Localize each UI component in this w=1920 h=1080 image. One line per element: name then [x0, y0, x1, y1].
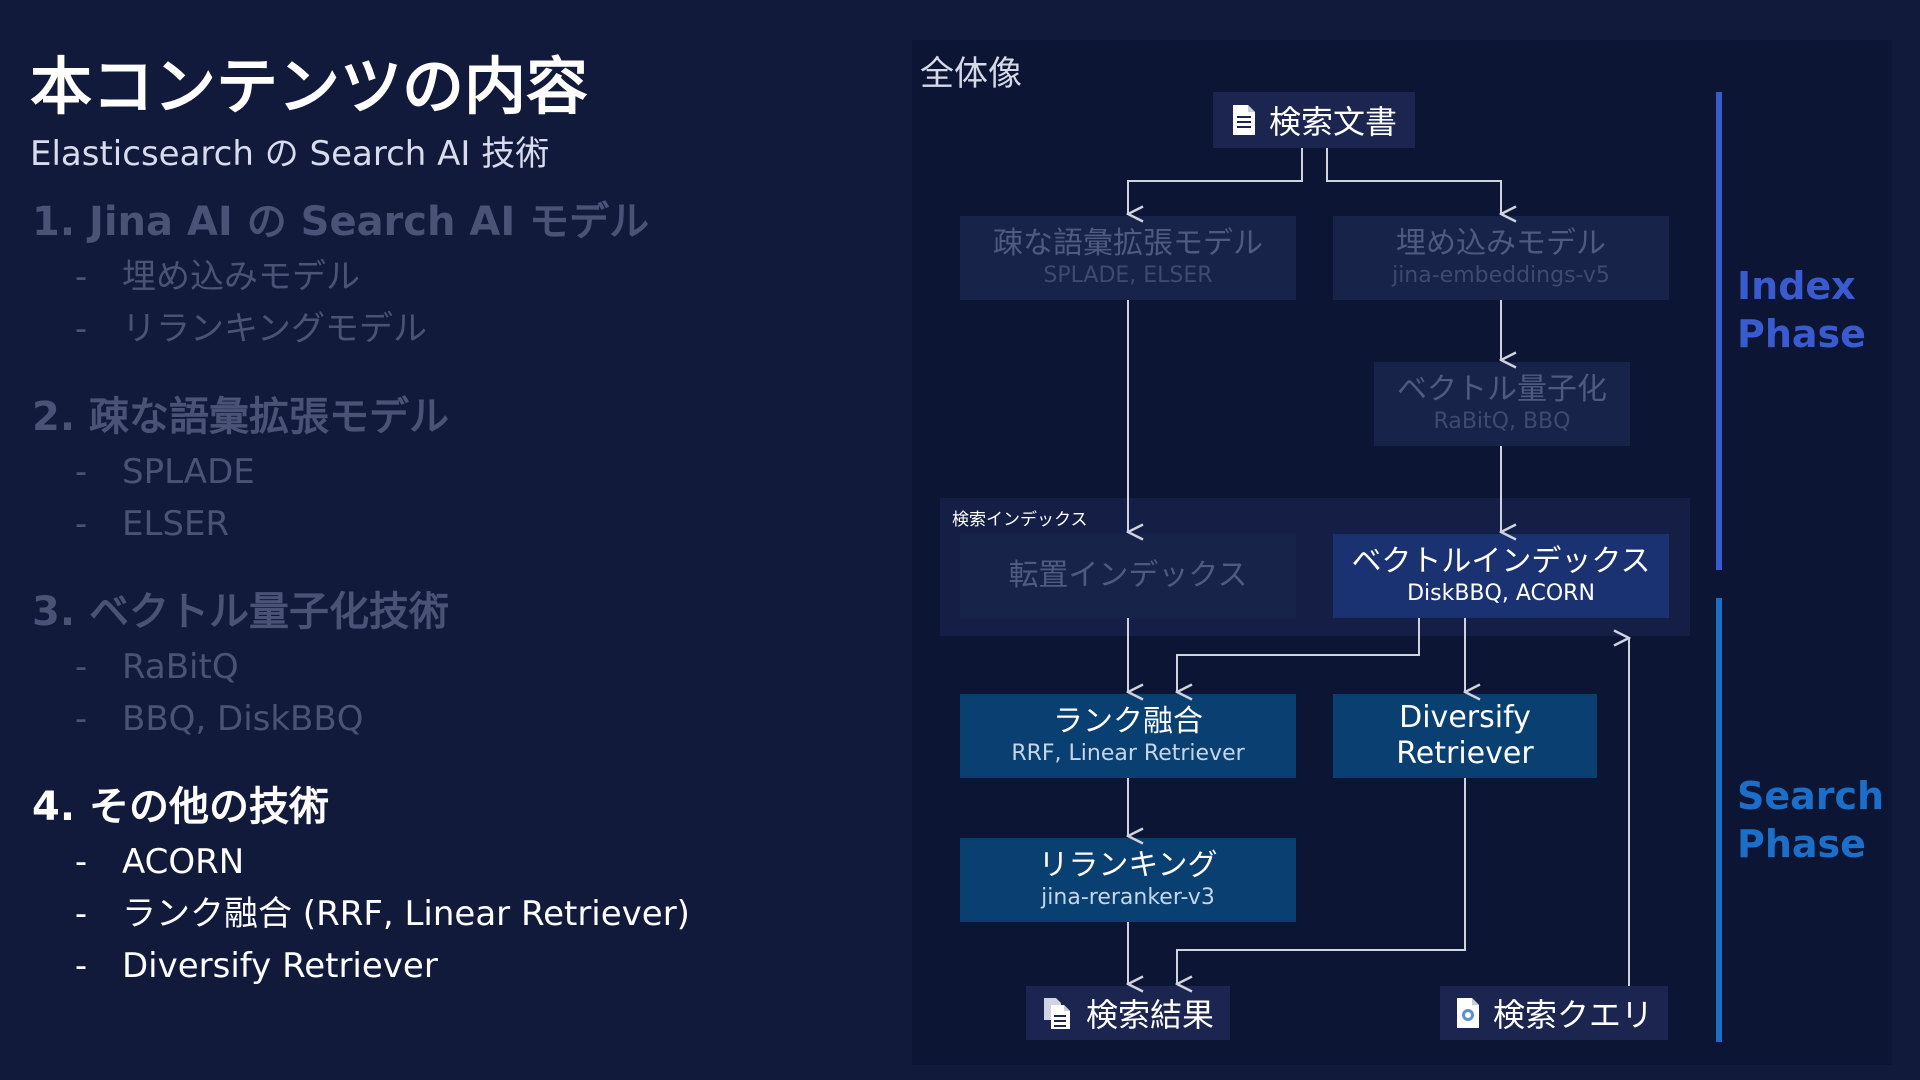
list-item-label: リランキングモデル: [122, 309, 427, 349]
document-icon: [1231, 104, 1257, 136]
section-heading: 1. Jina AI の Search AI モデル: [32, 199, 650, 245]
vector-quantization-label: ベクトル量子化: [1397, 372, 1607, 407]
vector-quantization-node: ベクトル量子化 RaBitQ, BBQ: [1374, 362, 1630, 446]
list-item-label: ACORN: [122, 842, 245, 882]
section-heading: 3. ベクトル量子化技術: [32, 589, 449, 635]
bullet: -: [74, 894, 88, 934]
page-subtitle: Elasticsearch の Search AI 技術: [30, 134, 550, 174]
list-item: -ELSER: [32, 498, 732, 550]
embedding-model-sub: jina-embeddings-v5: [1392, 263, 1610, 288]
bullet: -: [74, 699, 88, 739]
search-document-label: 検索文書: [1268, 103, 1397, 141]
rank-fusion-sub: RRF, Linear Retriever: [1011, 741, 1245, 766]
section-1: 1. Jina AI の Search AI モデル -埋め込みモデル -リラン…: [32, 193, 732, 355]
section-heading: 2. 疎な語彙拡張モデル: [32, 394, 449, 440]
bullet: -: [74, 257, 88, 297]
list-item: -SPLADE: [32, 446, 732, 498]
sparse-model-node: 疎な語彙拡張モデル SPLADE, ELSER: [960, 216, 1296, 300]
search-document-node: 検索文書: [1213, 92, 1415, 148]
list-item-label: 埋め込みモデル: [122, 257, 360, 297]
reranking-sub: jina-reranker-v3: [1041, 885, 1215, 910]
documents-icon: [1042, 996, 1074, 1030]
inverted-index-node: 転置インデックス: [960, 534, 1296, 618]
list-item-label: SPLADE: [122, 452, 255, 492]
list-item: -リランキングモデル: [32, 303, 732, 355]
list-item-label: BBQ, DiskBBQ: [122, 699, 364, 739]
bullet: -: [74, 842, 88, 882]
index-phase-label: Index Phase: [1737, 264, 1866, 356]
bullet: -: [74, 452, 88, 492]
reranking-label: リランキング: [1038, 848, 1218, 883]
reranking-node: リランキング jina-reranker-v3: [960, 838, 1296, 922]
search-phase-label: Search Phase: [1737, 774, 1885, 866]
vector-index-node: ベクトルインデックス DiskBBQ, ACORN: [1333, 534, 1669, 618]
list-item: -BBQ, DiskBBQ: [32, 693, 732, 745]
diversify-retriever-sub: Retriever: [1396, 736, 1534, 771]
search-query-node: 検索クエリ: [1440, 986, 1668, 1040]
list-item-label: Diversify Retriever: [122, 946, 438, 986]
search-document-icon: [1455, 997, 1481, 1029]
list-item: -ランク融合 (RRF, Linear Retriever): [32, 888, 732, 940]
embedding-model-label: 埋め込みモデル: [1396, 226, 1606, 261]
vector-index-label: ベクトルインデックス: [1351, 544, 1651, 579]
rank-fusion-label: ランク融合: [1053, 704, 1203, 739]
search-query-label: 検索クエリ: [1492, 996, 1653, 1034]
page-title: 本コンテンツの内容: [30, 50, 589, 123]
vector-quantization-sub: RaBitQ, BBQ: [1433, 409, 1571, 434]
search-index-group-label: 検索インデックス: [952, 510, 1088, 530]
list-item-label: RaBitQ: [122, 647, 239, 687]
search-phase-bar: [1716, 598, 1722, 1042]
search-results-label: 検索結果: [1085, 996, 1214, 1034]
section-3: 3. ベクトル量子化技術 -RaBitQ -BBQ, DiskBBQ: [32, 583, 732, 745]
diagram-title: 全体像: [920, 54, 1022, 94]
sparse-model-label: 疎な語彙拡張モデル: [993, 226, 1263, 261]
bullet: -: [74, 647, 88, 687]
diversify-retriever-label: Diversify: [1399, 700, 1531, 735]
diversify-retriever-node: Diversify Retriever: [1333, 694, 1597, 778]
inverted-index-label: 転置インデックス: [1008, 558, 1248, 593]
bullet: -: [74, 946, 88, 986]
bullet: -: [74, 309, 88, 349]
section-2: 2. 疎な語彙拡張モデル -SPLADE -ELSER: [32, 388, 732, 550]
list-item: -埋め込みモデル: [32, 251, 732, 303]
list-item: -RaBitQ: [32, 641, 732, 693]
sparse-model-sub: SPLADE, ELSER: [1043, 263, 1213, 288]
list-item: -Diversify Retriever: [32, 940, 732, 992]
section-heading: 4. その他の技術: [32, 784, 329, 830]
index-phase-bar: [1716, 92, 1722, 570]
search-results-node: 検索結果: [1026, 986, 1230, 1040]
list-item: -ACORN: [32, 836, 732, 888]
embedding-model-node: 埋め込みモデル jina-embeddings-v5: [1333, 216, 1669, 300]
list-item-label: ELSER: [122, 504, 230, 544]
list-item-label: ランク融合 (RRF, Linear Retriever): [122, 894, 690, 934]
vector-index-sub: DiskBBQ, ACORN: [1407, 581, 1595, 606]
rank-fusion-node: ランク融合 RRF, Linear Retriever: [960, 694, 1296, 778]
bullet: -: [74, 504, 88, 544]
section-4: 4. その他の技術 -ACORN -ランク融合 (RRF, Linear Ret…: [32, 778, 732, 992]
